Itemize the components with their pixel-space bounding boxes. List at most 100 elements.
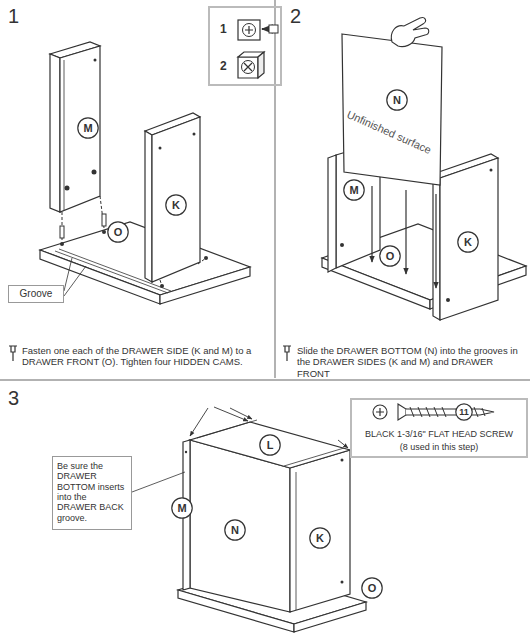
drawer-side-panel <box>60 46 100 212</box>
part-label: K <box>316 532 324 545</box>
box-text: 1 <box>220 23 227 37</box>
drawer-back-panel <box>190 422 350 468</box>
circle-shape <box>78 118 98 138</box>
circle-shape <box>260 435 280 455</box>
circle-shape <box>387 90 407 110</box>
part-letter: N <box>386 89 408 111</box>
leader-line <box>64 266 86 296</box>
part-label: L <box>267 439 274 452</box>
cam-icon <box>242 61 255 74</box>
circle-shape <box>380 246 400 266</box>
part-letter: M <box>343 179 365 201</box>
cam-icon <box>245 26 253 34</box>
drawer-side-panel <box>50 54 60 212</box>
hole <box>60 242 64 246</box>
hardware-box: BLACK 1-3/16" FLAT HEAD SCREW (8 used in … <box>350 398 528 458</box>
instruction-text: Fasten one each of the DRAWER SIDE (K an… <box>22 345 268 368</box>
direction-arrow <box>405 190 406 274</box>
part-letter: M <box>77 117 99 139</box>
part-label: N <box>393 94 401 107</box>
hand-icon <box>391 18 428 47</box>
circle-shape <box>344 180 364 200</box>
hole <box>185 451 187 453</box>
cam-hole <box>92 170 97 175</box>
hole <box>490 169 493 172</box>
note-box: Be sure the DRAWER BOTTOM inserts into t… <box>52 456 132 530</box>
drawer-side-panel <box>433 174 440 320</box>
circle-shape <box>166 195 186 215</box>
divider-line <box>0 379 530 381</box>
box-text: Be sure the DRAWER BOTTOM inserts into t… <box>57 461 127 523</box>
drawer-side-panel <box>290 450 350 612</box>
callout-box: Groove <box>8 285 64 303</box>
circle-shape <box>108 222 128 242</box>
divider-line <box>274 0 276 378</box>
drawer-front-panel <box>40 250 160 304</box>
drawer-side-panel <box>440 158 498 320</box>
part-label: K <box>464 236 472 249</box>
screw-head-icon <box>376 408 384 416</box>
panel-edge <box>284 448 344 466</box>
leader-line <box>132 472 185 492</box>
cam-hole <box>340 243 344 247</box>
part-letter: M <box>171 497 193 519</box>
part-letter: O <box>107 221 129 243</box>
part-label: O <box>386 250 395 263</box>
part-letter: K <box>457 231 479 253</box>
part-letter: O <box>361 577 383 599</box>
screw-thread <box>410 407 485 417</box>
part-letter: O <box>379 245 401 267</box>
drawer-side-panel <box>145 131 152 282</box>
direction-arrow <box>435 194 436 288</box>
cam-icon <box>238 57 258 78</box>
dashed-guide <box>198 258 206 264</box>
hole <box>102 230 106 234</box>
part-letter: L <box>259 434 281 456</box>
screw-pointer <box>190 408 208 436</box>
part-label: O <box>368 582 377 595</box>
step-number: 1 <box>8 4 19 28</box>
cam-icon <box>238 20 260 40</box>
box-text: Groove <box>20 288 53 300</box>
insert-arrow <box>262 28 268 30</box>
screw-drawing <box>398 404 406 420</box>
part-label: 11 <box>459 407 469 417</box>
part-letter: N <box>224 519 246 541</box>
box-text: 2 <box>220 60 227 74</box>
cam-pin <box>102 214 106 226</box>
groove-line <box>64 60 65 210</box>
part-label: M <box>83 122 92 135</box>
cam-hole <box>65 186 70 191</box>
part-label: O <box>114 226 123 239</box>
instruction-text: Slide the DRAWER BOTTOM (N) into the gro… <box>297 345 527 379</box>
circle-shape <box>362 578 382 598</box>
screw-pointer <box>230 408 252 419</box>
hole <box>94 59 97 62</box>
detail-inset: 12 <box>208 6 282 86</box>
dashed-guide <box>160 280 162 286</box>
part-label: M <box>177 502 186 515</box>
box-text: (8 used in this step) <box>352 442 526 452</box>
pin-icon <box>9 346 17 361</box>
drawer-side-panel <box>328 155 336 272</box>
circle-shape <box>458 232 478 252</box>
circle-shape <box>456 404 472 420</box>
part-letter: K <box>309 527 331 549</box>
leader-line <box>64 258 72 291</box>
step-number: 3 <box>8 386 19 410</box>
panel-edge <box>296 472 297 610</box>
part-letter: K <box>165 194 187 216</box>
step-number: 2 <box>290 4 301 28</box>
part-label: M <box>349 184 358 197</box>
direction-arrow <box>371 186 372 262</box>
box-text: BLACK 1-3/16" FLAT HEAD SCREW <box>352 429 526 439</box>
part-label: N <box>231 524 239 537</box>
cam-pin <box>269 25 278 33</box>
cam-icon <box>244 63 252 71</box>
panel-edge <box>197 420 257 438</box>
circle-shape <box>225 520 245 540</box>
hardware-number: 11 <box>455 403 473 421</box>
